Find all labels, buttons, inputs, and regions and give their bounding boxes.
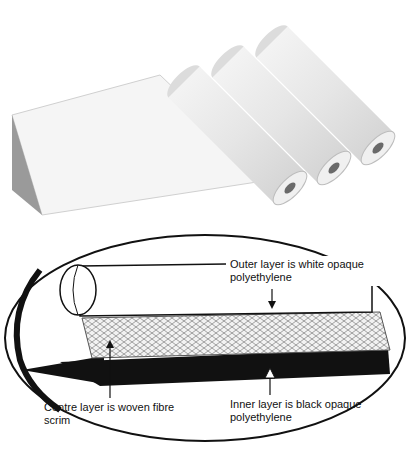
scrim-layer: [82, 312, 390, 358]
layer-label: Outer layer is white opaque polyethylene: [226, 256, 380, 286]
leader-arrow: [268, 289, 276, 309]
roll-curl: [60, 265, 96, 315]
roll-curl-line: [73, 265, 78, 315]
leader-arrow: [265, 368, 275, 395]
film-roll: [162, 60, 312, 210]
layer-label: Centre layer is woven fibre scrim: [44, 401, 184, 427]
outline-ellipse: [5, 235, 405, 441]
sheet-edge: [12, 115, 42, 215]
layer-label: Inner layer is black opaque polyethylene: [230, 398, 380, 424]
leader-arrow: [106, 340, 114, 398]
inner-layer-edge: [22, 356, 104, 384]
ellipse-shadow: [17, 270, 60, 410]
